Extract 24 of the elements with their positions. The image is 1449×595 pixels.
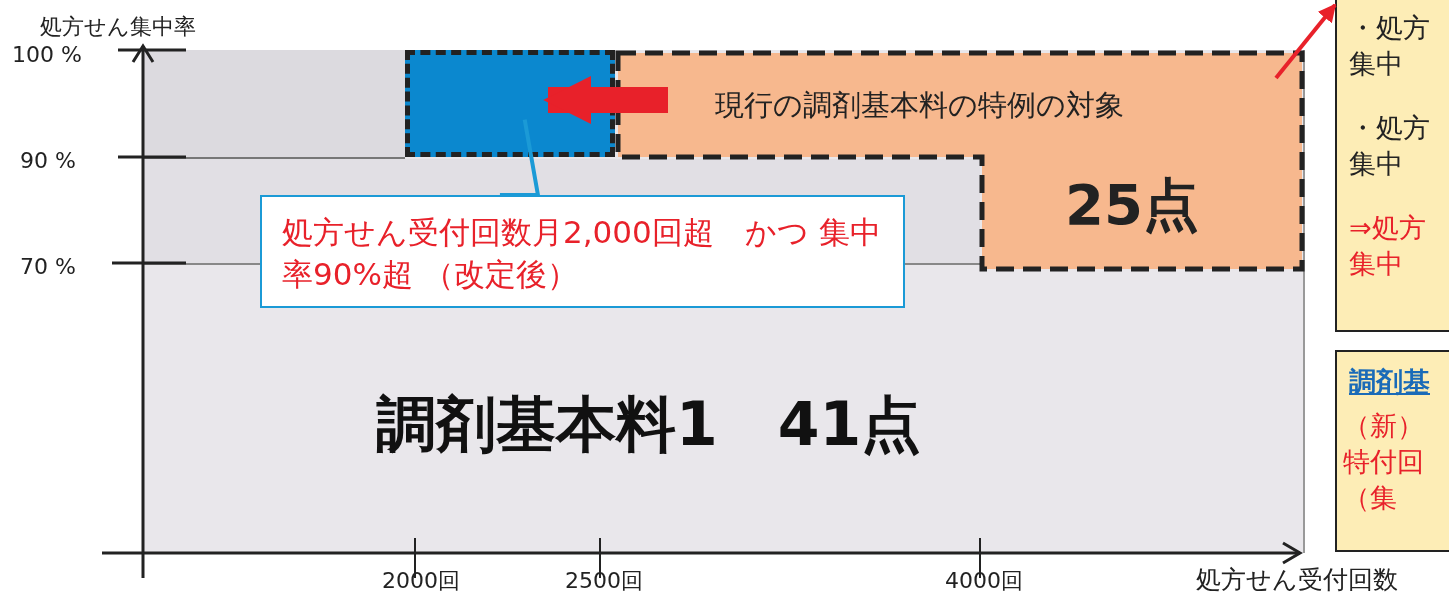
region-label: 調剤基本料1 41点: [376, 388, 922, 461]
axis-title: 処方せん集中率: [40, 13, 196, 41]
tick-label: 90 %: [20, 148, 76, 173]
tick-label: 70 %: [20, 254, 76, 279]
tick-label: 4000回: [945, 567, 1023, 595]
note-text: ⇒処方集中: [1349, 211, 1427, 281]
points-value: 25点: [1065, 171, 1199, 239]
axis-title: 処方せん受付回数: [1196, 564, 1398, 595]
note-heading: 調剤基: [1349, 365, 1431, 399]
note-text: ・処方集中: [1349, 111, 1431, 181]
tick-label: 2000回: [382, 567, 460, 595]
tick-label: 100 %: [12, 42, 82, 67]
highlight-region: [405, 50, 615, 157]
arrow: [543, 76, 668, 124]
callout-box: 処方せん受付回数月2,000回超 かつ 集中率90%超 （改定後）: [260, 195, 905, 308]
note-text: （新）特付回（集: [1343, 409, 1425, 515]
note-box: [1335, 0, 1449, 332]
arrow: [1274, 3, 1337, 80]
note-text: ・処方集中: [1349, 11, 1431, 81]
chart-area: [143, 50, 1305, 553]
tick-label: 2500回: [565, 567, 643, 595]
leader-line: [499, 119, 541, 197]
note-box: [1335, 350, 1449, 552]
region-title: 現行の調剤基本料の特例の対象: [715, 87, 1124, 124]
